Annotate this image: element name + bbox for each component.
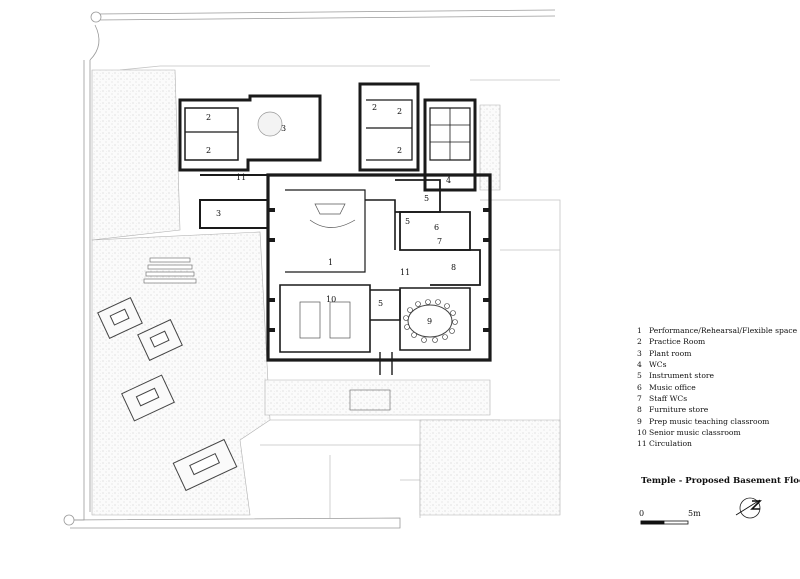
room-label: 6	[434, 223, 439, 232]
room-label: 11	[236, 173, 246, 182]
room-label: 4	[446, 176, 451, 185]
room-label: 1	[328, 258, 333, 267]
room-label: 11	[400, 268, 410, 277]
room-label: 2	[397, 107, 402, 116]
room-label: 2	[206, 146, 211, 155]
room-label: 10	[326, 295, 336, 304]
room-label: 2	[206, 113, 211, 122]
pavilions	[97, 297, 238, 492]
north-arrow-icon	[735, 497, 762, 519]
scale-bar	[640, 520, 689, 525]
scale-start-label: 0	[639, 509, 645, 518]
room-label: 5	[378, 299, 383, 308]
room-label: 5	[424, 194, 429, 203]
room-label: 3	[216, 209, 221, 218]
room-label: 7	[437, 237, 442, 246]
room-label: 5	[405, 217, 410, 226]
room-label: 2	[397, 146, 402, 155]
scale-end-label: 5m	[688, 509, 701, 518]
room-label: 2	[372, 103, 377, 112]
room-label: 8	[451, 263, 456, 272]
plan-title: Temple - Proposed Basement Floor Plan	[641, 476, 800, 486]
room-labels: 2 2 3 2 2 2 4 11 3 5 5 6 1 11 7 8 10 5 9	[206, 103, 456, 326]
furniture	[257, 111, 453, 339]
room-label: 3	[281, 124, 286, 133]
room-label: 9	[427, 317, 432, 326]
classroom-chairs	[403, 299, 458, 343]
terrace-steps	[143, 257, 391, 411]
building-walls	[178, 82, 492, 375]
